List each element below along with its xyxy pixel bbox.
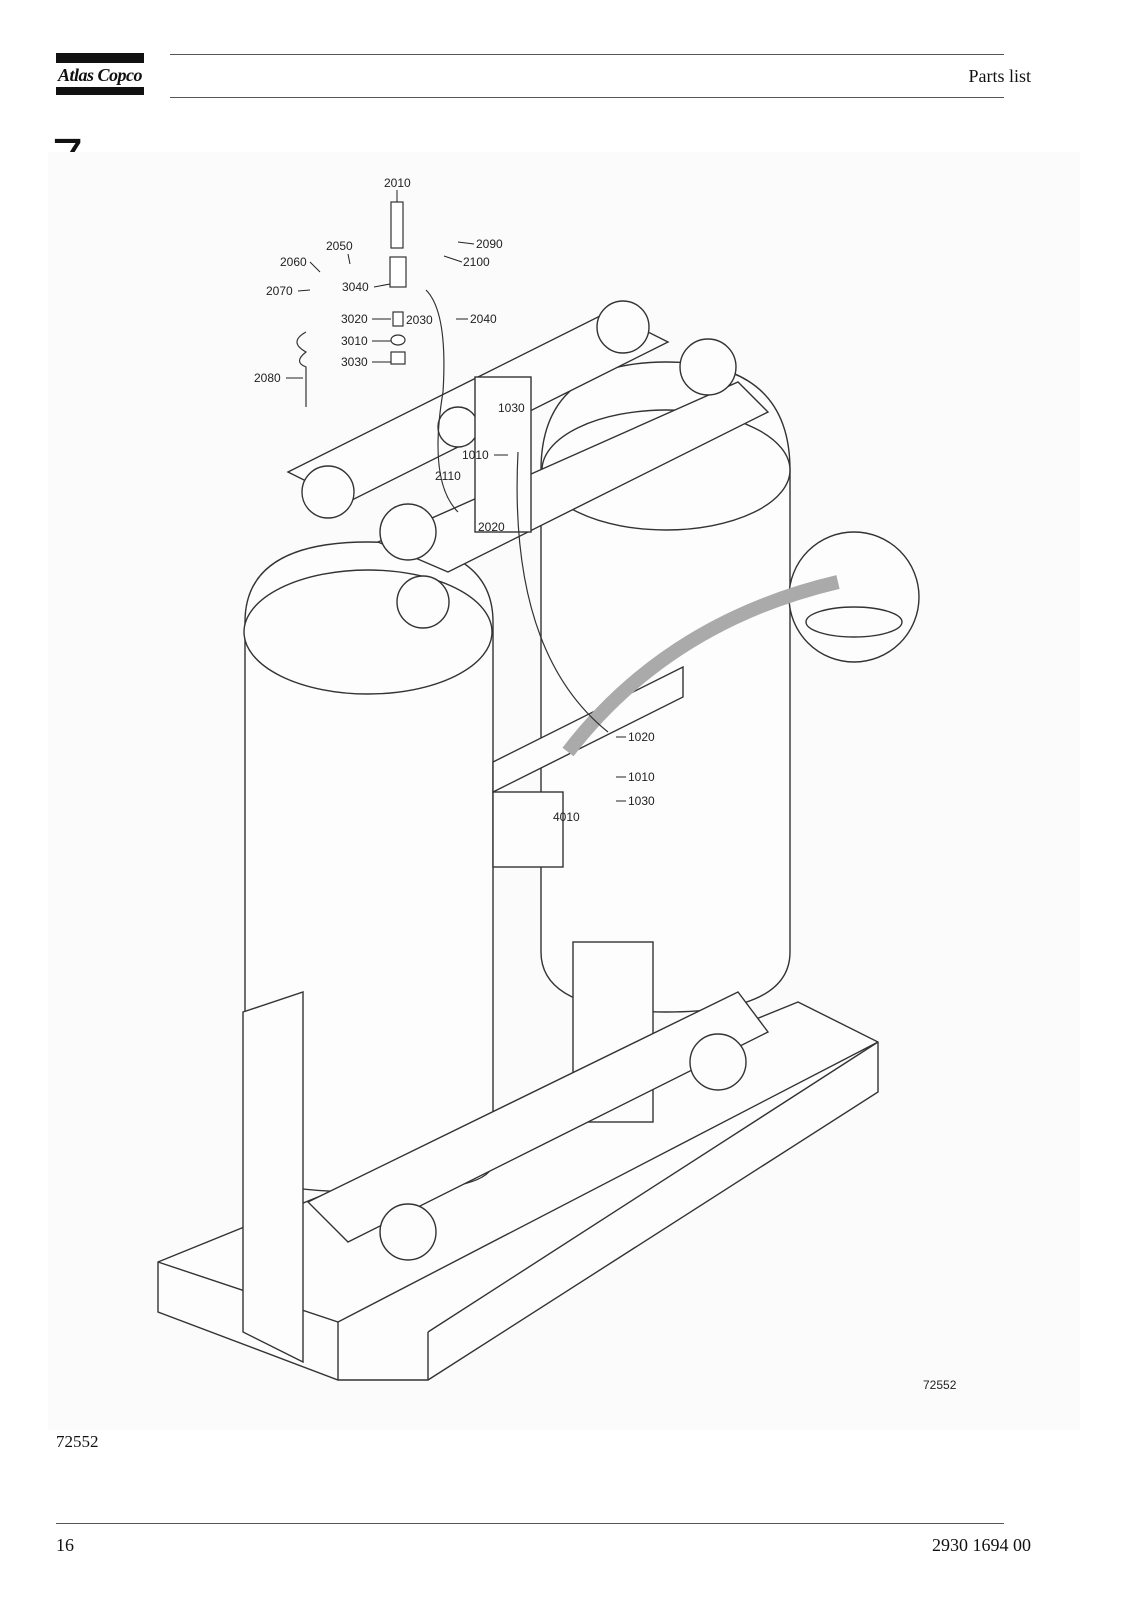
- callout-leaders: [286, 190, 626, 802]
- base-frame: [157, 1001, 879, 1381]
- equipment-illustration: [157, 300, 920, 1381]
- callout-3040: 3040: [342, 280, 369, 294]
- sensor-cable: [516, 451, 609, 733]
- leader-3040: [373, 283, 391, 288]
- vessel-left-dome: [243, 569, 493, 695]
- callout-1030-bottom: 1030: [628, 794, 655, 808]
- callout-2040: 2040: [470, 312, 497, 326]
- flange-lower-2: [689, 1033, 747, 1091]
- callout-1010-bottom: 1010: [628, 770, 655, 784]
- part-3020: [392, 311, 404, 327]
- leader-2090: [457, 241, 475, 245]
- callout-2080: 2080: [254, 371, 281, 385]
- leader-2060: [309, 261, 321, 273]
- callout-1030-top: 1030: [498, 401, 525, 415]
- parts-drawing-svg: 2010 2090 2050 2100 2060 3040 2070 3020 …: [48, 152, 1080, 1430]
- callout-3010: 3010: [341, 334, 368, 348]
- parts-drawing: 2010 2090 2050 2100 2060 3040 2070 3020 …: [48, 152, 1080, 1430]
- leader-2070: [297, 289, 311, 292]
- callout-2010: 2010: [384, 176, 411, 190]
- page-number: 16: [56, 1535, 74, 1555]
- callout-1010-top: 1010: [462, 448, 489, 462]
- bracket: [492, 791, 564, 868]
- part-3040: [389, 256, 407, 288]
- logo-bar-top: [56, 53, 144, 63]
- logo-text: Atlas Copco: [57, 65, 143, 85]
- callout-2090: 2090: [476, 237, 503, 251]
- callout-2070: 2070: [266, 284, 293, 298]
- callout-2100: 2100: [463, 255, 490, 269]
- document-number: 2930 1694 00: [932, 1535, 1031, 1555]
- outlet-flange: [396, 575, 450, 629]
- atlas-copco-logo: Atlas Copco: [56, 53, 144, 97]
- footer-rule: [56, 1523, 1004, 1524]
- leader-2050: [347, 253, 351, 265]
- part-2010: [390, 201, 404, 249]
- callout-1020: 1020: [628, 730, 655, 744]
- flange-2: [379, 503, 437, 561]
- callout-2020: 2020: [478, 520, 505, 534]
- detail-arrow: [562, 575, 840, 757]
- drawing-id: 72552: [923, 1378, 957, 1392]
- callout-4010: 4010: [553, 810, 580, 824]
- flange-5: [437, 406, 479, 448]
- exploded-parts: [296, 201, 609, 733]
- support-post: [242, 991, 304, 1364]
- part-3010: [390, 334, 406, 346]
- part-2040: [425, 289, 459, 513]
- figure-reference: 72552: [56, 1432, 99, 1451]
- callout-2030: 2030: [406, 313, 433, 327]
- flange-3: [596, 300, 650, 354]
- detail-flange: [805, 606, 903, 638]
- part-2080: [296, 331, 308, 407]
- flange-lower-1: [379, 1203, 437, 1261]
- callout-2110: 2110: [435, 469, 461, 483]
- callout-labels: 2010 2090 2050 2100 2060 3040 2070 3020 …: [254, 176, 957, 1392]
- lower-pipe: [306, 991, 770, 1243]
- header-rule-top: [170, 54, 1004, 55]
- callout-3020: 3020: [341, 312, 368, 326]
- section-title: Parts list: [968, 66, 1031, 86]
- header-rule-bottom: [170, 97, 1004, 98]
- flange-4: [679, 338, 737, 396]
- leader-2100: [443, 255, 463, 263]
- flange-1: [301, 465, 355, 519]
- callout-2060: 2060: [280, 255, 307, 269]
- base-frame-rail: [427, 1041, 879, 1380]
- callout-2050: 2050: [326, 239, 353, 253]
- logo-bar-bottom: [56, 87, 144, 95]
- callout-3030: 3030: [341, 355, 368, 369]
- part-3030: [390, 351, 406, 365]
